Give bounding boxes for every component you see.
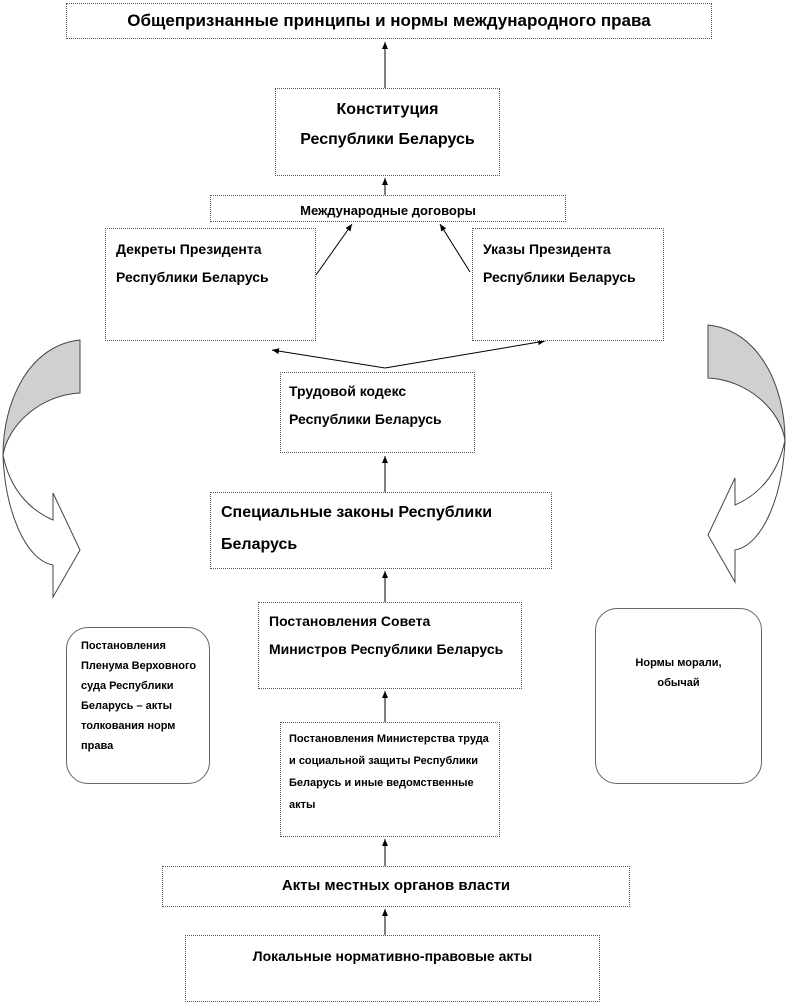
label: Международные договоры [300,203,476,218]
label: Постановления Совета Министров Республик… [269,613,504,657]
node-supreme-court: Постановления Пленума Верховного суда Ре… [66,627,210,784]
node-morals: Нормы морали, обычай [595,608,762,784]
arrow-code-to-edicts [384,339,546,369]
node-special-laws: Специальные законы Республики Беларусь [210,492,552,569]
label: Конституция Республики Беларусь [300,101,475,148]
node-general-principles: Общепризнанные принципы и нормы междунар… [66,3,712,39]
label: Постановления Пленума Верховного суда Ре… [81,640,197,752]
node-edicts: Указы Президента Республики Беларусь [472,228,664,341]
arrow-code-to-decrees [271,348,386,369]
arrow-edicts-to-treaties [439,223,471,273]
node-international-treaties: Международные договоры [210,195,566,222]
node-local-normative: Локальные нормативно-правовые акты [185,935,600,1002]
arrow-decrees-to-treaties [315,223,353,276]
label: Специальные законы Республики Беларусь [221,504,493,553]
left-curved-arrow [2,339,81,599]
label: Общепризнанные принципы и нормы междунар… [127,11,651,30]
node-constitution: Конституция Республики Беларусь [275,88,500,176]
node-decrees: Декреты Президента Республики Беларусь [105,228,316,341]
label: Декреты Президента Республики Беларусь [116,241,269,285]
label: Локальные нормативно-правовые акты [252,948,533,964]
node-ministry-acts: Постановления Министерства труда и социа… [280,722,500,837]
label: Акты местных органов власти [281,877,511,894]
label: Постановления Министерства труда и социа… [289,733,489,811]
node-council-of-ministers: Постановления Совета Министров Республик… [258,602,522,689]
label: Трудовой кодекс Республики Беларусь [289,383,442,427]
node-labor-code: Трудовой кодекс Республики Беларусь [280,372,475,453]
label: Указы Президента Республики Беларусь [483,241,636,285]
right-curved-arrow [707,324,786,584]
node-local-authorities: Акты местных органов власти [162,866,630,907]
label: Нормы морали, обычай [635,657,722,689]
